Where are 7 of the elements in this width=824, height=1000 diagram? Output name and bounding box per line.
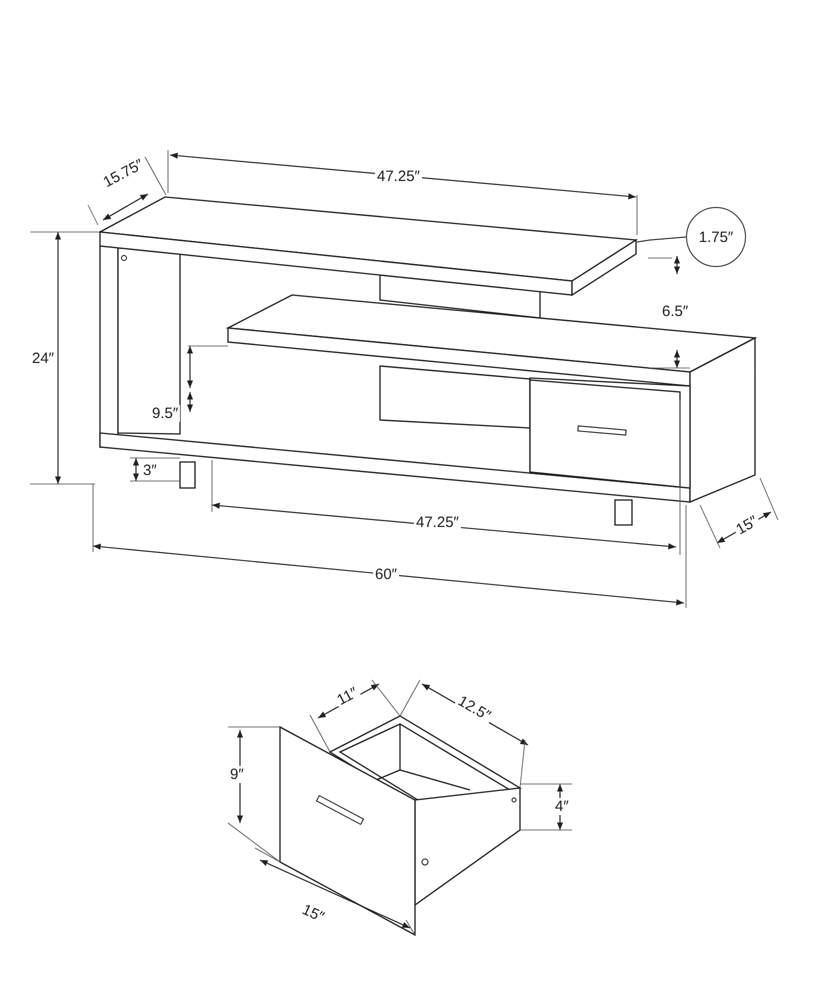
dimension-label: 47.25″	[414, 514, 461, 531]
leader-line	[636, 236, 686, 243]
dimension-label: 4″	[553, 798, 571, 815]
dimension-label: 9″	[228, 766, 246, 783]
callout-circle: 1.75″	[686, 207, 746, 267]
shelf-edge	[571, 238, 637, 296]
dimension-label: 9.5″	[150, 405, 180, 422]
